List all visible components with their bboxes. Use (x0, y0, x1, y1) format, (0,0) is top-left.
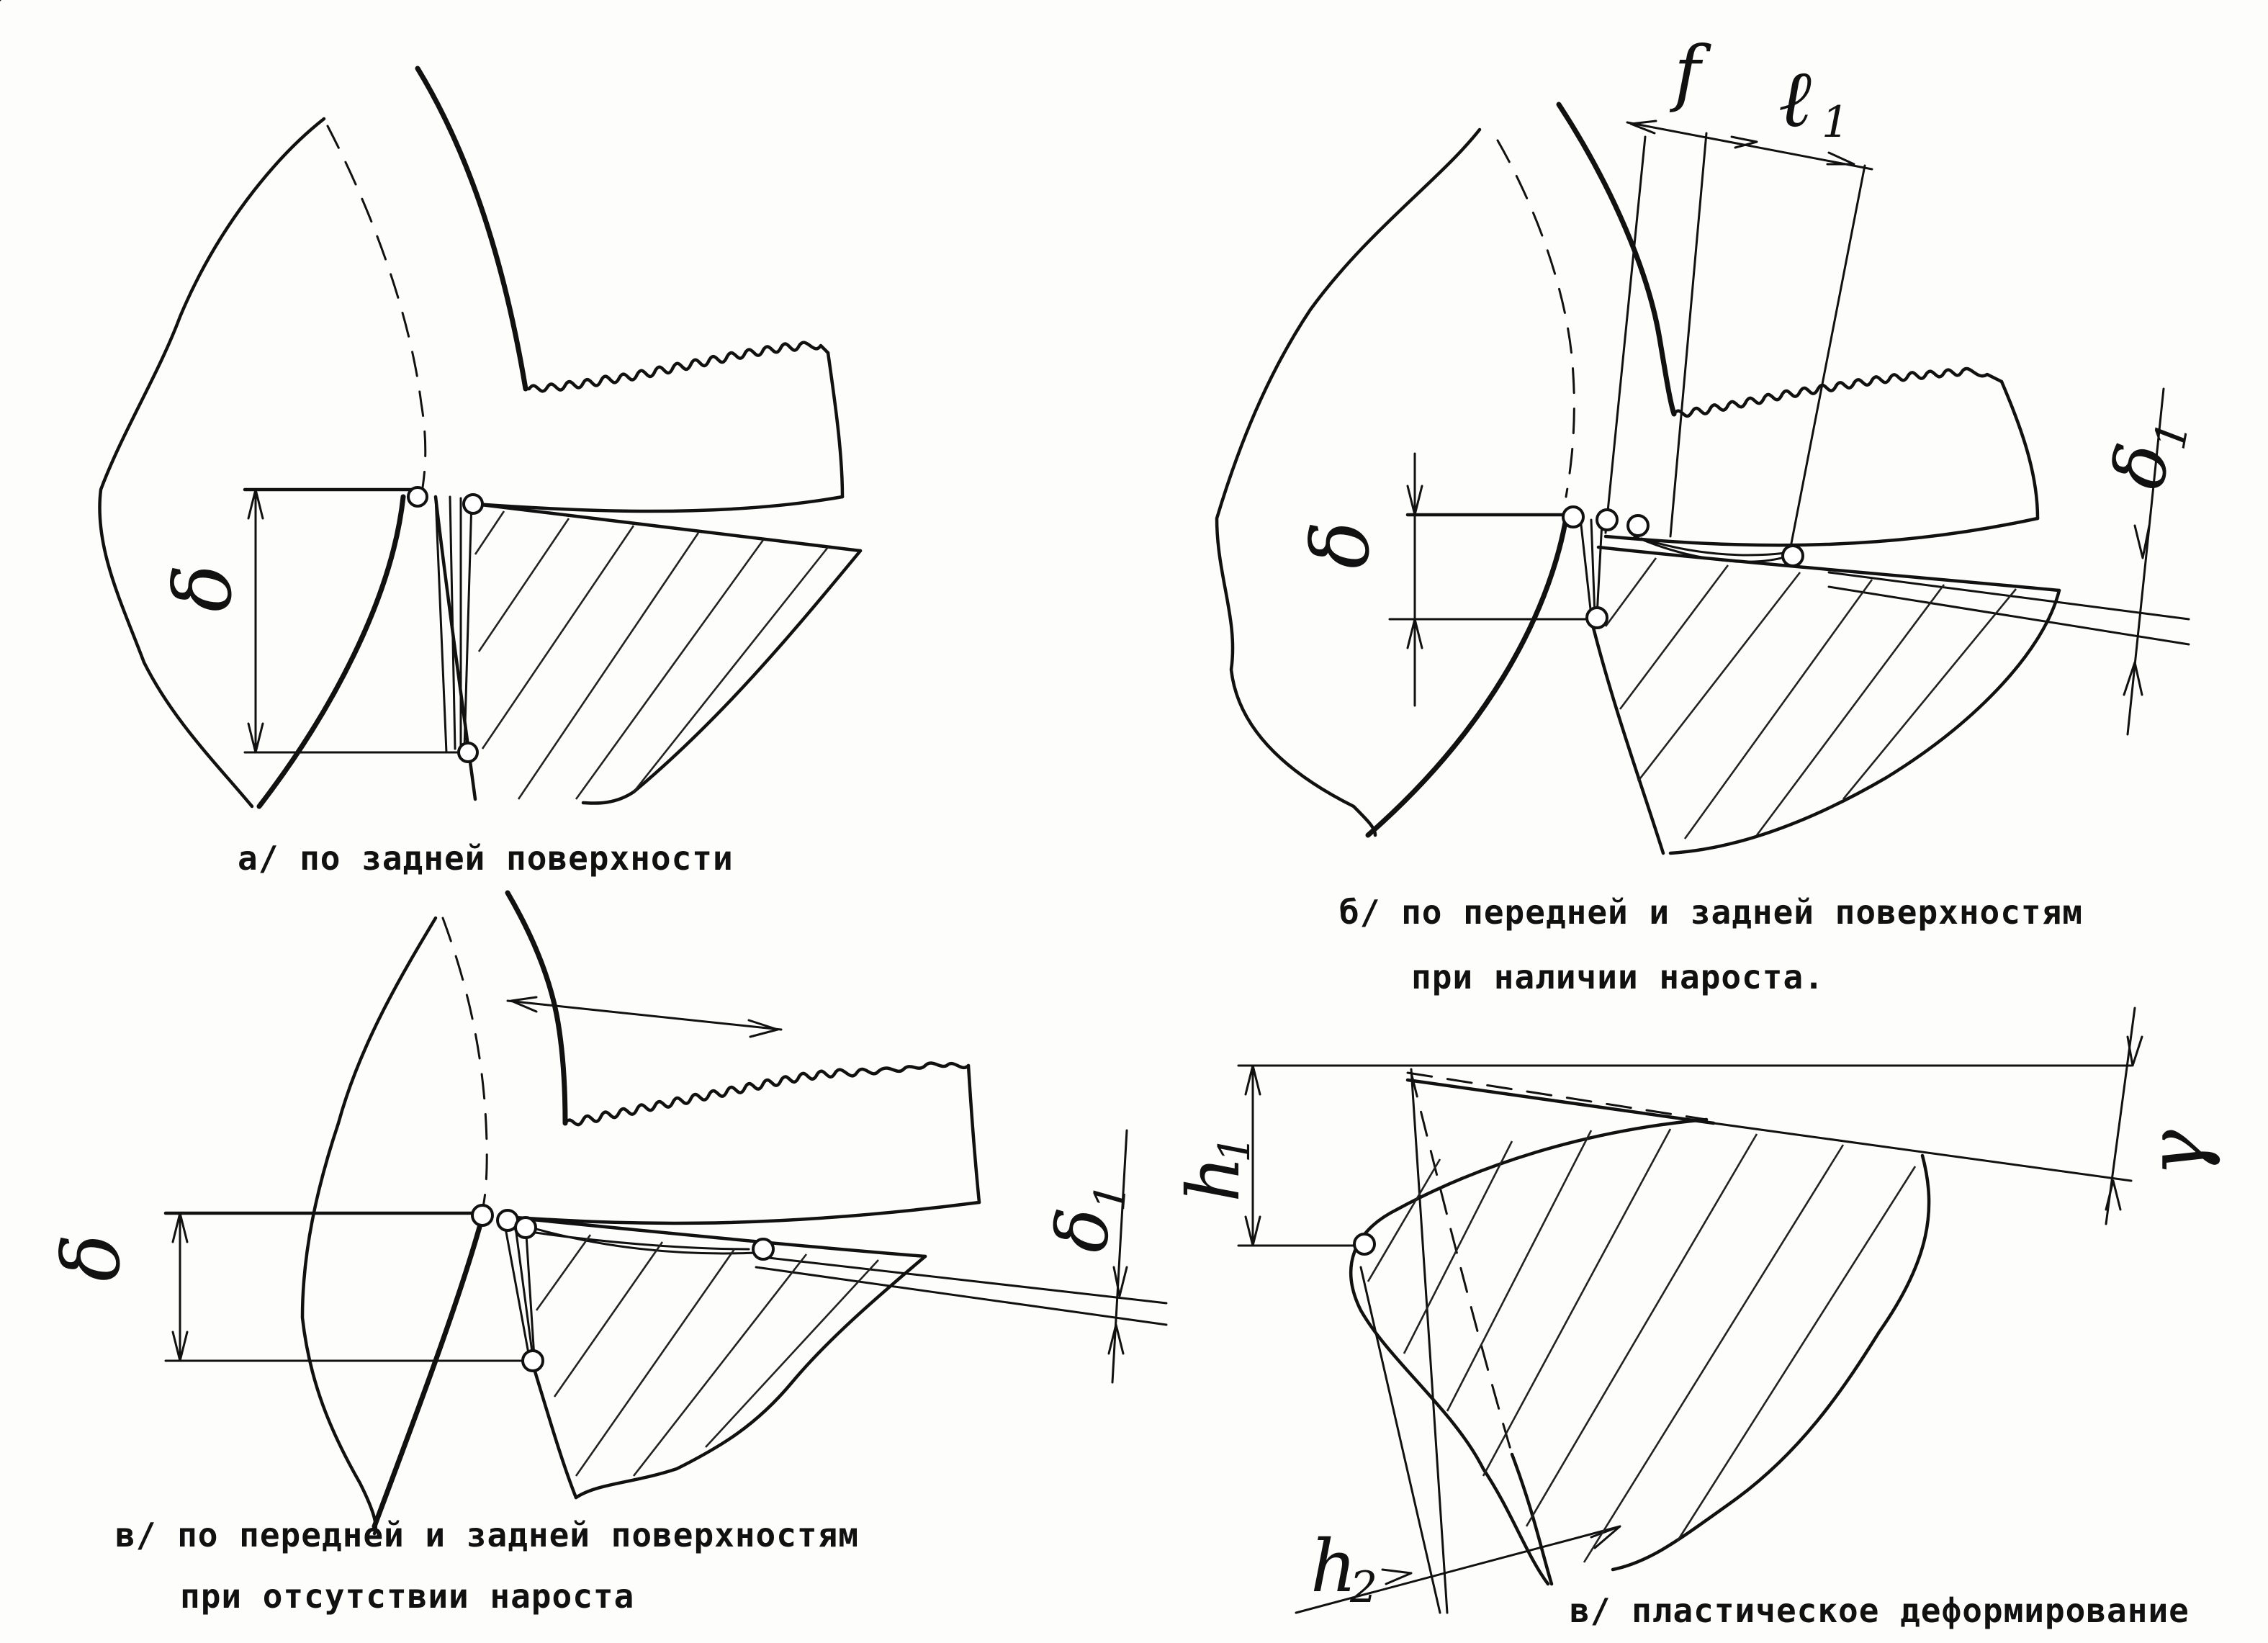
panel-a-work-right (581, 549, 863, 805)
panel-b-work-left (1589, 617, 1665, 855)
panel-a-cut-surface (473, 502, 863, 553)
panel-b-delta1-label: δ 1 (2096, 418, 2199, 495)
panel-v-crater (517, 1223, 757, 1255)
svg-text:1: 1 (1084, 1181, 1137, 1213)
panel-b-f-label: f (1669, 30, 1711, 114)
panel-v-flank-face (372, 1214, 485, 1529)
panel-b-dashed-arc (1496, 139, 1575, 498)
panel-b-delta-label: δ (1295, 521, 1387, 569)
svg-text:2: 2 (1349, 1562, 1377, 1613)
panel-a-flank-wear: δ (98, 66, 863, 809)
panel-v-dashed-arc (441, 917, 488, 1211)
panel-g-h1-label: h 1 (1171, 1135, 1260, 1202)
panel-v-work-right (574, 1254, 927, 1500)
panel-a-hatching (474, 510, 829, 800)
panel-b-crater (1633, 535, 1794, 563)
panel-b-chip-wavy-edge (1672, 366, 2004, 418)
panel-g-h2-line (1295, 1525, 1621, 1614)
panel-v-hatching (535, 1234, 879, 1477)
panel-v-delta1-label: δ 1 (1039, 1181, 1137, 1256)
caption-v-line1: в/ по передней и задней поверхностям (115, 1516, 859, 1554)
panel-b-chip-right-edge (1999, 379, 2040, 521)
panel-b-hatching (1604, 557, 2017, 839)
panel-v-crater-length-dimension (506, 999, 783, 1031)
panel-b-f-l1-dimension (1626, 121, 1873, 171)
svg-text:h: h (1171, 1156, 1256, 1202)
svg-text:δ: δ (1039, 1205, 1127, 1255)
panel-v-chip-bottom (502, 1200, 981, 1225)
caption-v-line2: при отсутствии нароста (180, 1577, 635, 1616)
panel-g-deformed-rake-line (1712, 1122, 2133, 1182)
panel-g-deformed-tool (1349, 1117, 1709, 1586)
panel-b-workpiece-outline (1215, 127, 1482, 837)
caption-a: а/ по задней поверхности (238, 839, 734, 878)
panel-b-work-right (1668, 588, 2061, 855)
panel-g-plastic-deformation: h 1 h 2 γ (1171, 1007, 2222, 1614)
panel-v-no-built-up-edge-wear: δ 1 δ (0, 0, 1168, 1536)
panel-v-tool-rear-arc (505, 890, 568, 1126)
panel-a-dashed-arc (326, 125, 427, 498)
panel-b-chip-bottom (1603, 516, 2040, 547)
panel-b-tool-rear-arc (1556, 102, 1677, 417)
panel-a-delta-label: δ (157, 564, 249, 612)
panel-b-delta1-dimension (2126, 387, 2165, 736)
panel-a-flank-face (256, 494, 406, 809)
panel-g-original-flank-dashed (1410, 1071, 1513, 1456)
panel-b-l1-label: ℓ 1 (1778, 53, 1849, 148)
panel-b-flank-face (1365, 516, 1569, 838)
panel-a-chip-right-edge (826, 351, 845, 499)
panel-v-delta1-dimension (1111, 1129, 1128, 1384)
panel-v-workpiece-outline (300, 916, 438, 1536)
svg-text:h: h (1310, 1524, 1356, 1608)
panel-g-work-right (1611, 1153, 1931, 1572)
panel-v-chip-right-edge (966, 1063, 981, 1205)
caption-g: в/ пластическое деформирование (1570, 1591, 2190, 1630)
svg-text:ℓ: ℓ (1778, 53, 1812, 145)
panel-a-chip-wavy-edge (523, 341, 830, 393)
panel-g-rake-face (1405, 1078, 1716, 1125)
panel-a-tool-rear-arc (415, 66, 528, 392)
panel-g-gamma-label: γ (2130, 1130, 2222, 1177)
panel-v-delta-label: δ (45, 1234, 138, 1282)
svg-text:1: 1 (1210, 1135, 1260, 1163)
panel-g-hatching (1367, 1128, 1917, 1563)
caption-b-line1: б/ по передней и задней поверхностям (1339, 893, 2083, 932)
panel-v-chip-wavy-edge (563, 1061, 971, 1127)
panel-v-work-left (531, 1362, 578, 1500)
panel-b-cut-surface (1596, 545, 2061, 593)
panel-a-chip-bottom (473, 495, 845, 513)
panel-a-workpiece-outline (98, 117, 326, 809)
caption-b-line2: при наличии нароста. (1411, 958, 1824, 996)
panel-v-cut-surface (502, 1215, 927, 1259)
panel-g-h2-label: h 2 (1310, 1524, 1377, 1613)
panel-b-built-up-edge-wear: f ℓ 1 δ 1 δ (1215, 30, 2199, 855)
svg-text:1: 1 (1822, 97, 1849, 148)
